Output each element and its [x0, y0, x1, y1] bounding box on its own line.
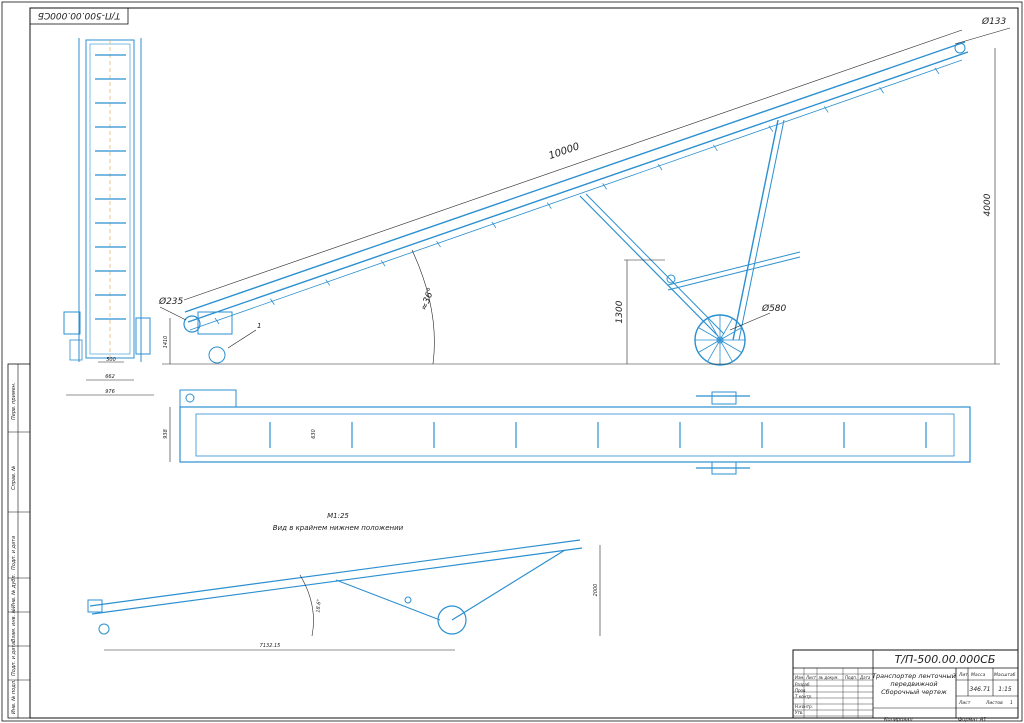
- title-grid: [793, 668, 873, 718]
- idler-roller: [214, 317, 220, 325]
- title-line-2: передвижной: [890, 680, 937, 688]
- idler-roller: [436, 240, 441, 248]
- rotated-code-box: Т/П-500.00.000СБ: [29, 7, 129, 25]
- plan-slats: [269, 422, 927, 448]
- dim-top-diameter: Ø133: [981, 16, 1007, 27]
- mass-value: 346.71: [970, 686, 991, 693]
- format-label: Формат А1: [958, 717, 986, 723]
- dim-plan-height: 938: [163, 429, 169, 439]
- dim-support-height: 1300: [615, 300, 625, 323]
- drive-pulley: [183, 315, 201, 333]
- row-head-3: № докум.: [818, 675, 839, 680]
- stamp-2: Справ. №: [11, 466, 17, 490]
- drive-motor: [179, 389, 237, 408]
- head-lit: Лит.: [958, 672, 969, 678]
- dim-leg-height: 1410: [163, 336, 169, 349]
- row-head-2: Лист: [805, 675, 817, 680]
- dim-low-angle: 18.6°: [315, 598, 322, 613]
- idler-roller: [380, 260, 386, 267]
- wheel-spoke: [698, 327, 742, 353]
- head-scale: Масштаб: [994, 672, 1016, 678]
- dim-height: 4000: [983, 193, 993, 216]
- row-head-5: Дата: [859, 675, 871, 680]
- dim-low-height: 2000: [593, 584, 599, 597]
- scale-value: 1:15: [998, 686, 1012, 693]
- role-1: Разраб.: [795, 682, 811, 687]
- inner-frame: [29, 7, 1019, 719]
- margin-stamp-strip: Перв. примен. Справ. № Подп. и дата Инв.…: [7, 363, 31, 719]
- position-1: 1: [257, 322, 261, 330]
- title-block: Т/П-500.00.000СБ Транспортер ленточный п…: [792, 649, 1019, 723]
- sheets-label: Листов: [985, 700, 1003, 706]
- row-head-1: Изм.: [795, 675, 804, 680]
- title-line-3: Сборочный чертеж: [881, 688, 947, 696]
- rotated-code: Т/П-500.00.000СБ: [38, 10, 121, 20]
- front-width-500: 500: [106, 357, 116, 363]
- stamp-3: Подп. и дата: [11, 536, 17, 570]
- idler-roller: [657, 163, 663, 171]
- tail-pulley: [954, 42, 966, 54]
- drawing-code: Т/П-500.00.000СБ: [895, 653, 996, 666]
- stamp-5: Взам. инв. №: [11, 608, 17, 642]
- idler-roller: [934, 67, 940, 75]
- idler-roller: [491, 221, 497, 229]
- idler-roller: [270, 298, 275, 305]
- dim-belt-width: 630: [311, 429, 317, 439]
- sheets-count: 1: [1010, 700, 1013, 706]
- head-mass: Масса: [971, 672, 986, 678]
- dim-low-length: 7132.15: [260, 643, 281, 649]
- sheet-label: Лист: [958, 700, 971, 706]
- role-4: Н.контр.: [795, 704, 813, 709]
- stamp-4: Инв. № дубл.: [11, 574, 17, 608]
- crank-hub: [666, 274, 676, 284]
- view-caption: Вид в крайнем нижнем положении: [273, 524, 404, 532]
- dim-length: 10000: [547, 141, 581, 162]
- role-2: Пров.: [795, 688, 807, 693]
- title-line-1: Транспортер ленточный: [872, 672, 956, 680]
- front-view: 500 662 976: [63, 38, 154, 396]
- dim-wheel-diameter: Ø580: [761, 303, 787, 314]
- idler-roller: [325, 279, 331, 286]
- stamp-7: Инв. № подл.: [11, 680, 17, 715]
- stamp-6: Подп. и дата: [11, 642, 17, 676]
- dim-drive-diameter: Ø235: [158, 296, 184, 307]
- role-3: Т.контр.: [795, 694, 812, 699]
- copied-label: Копировал: [884, 717, 913, 723]
- belt-idlers: [214, 67, 940, 325]
- plan-view: 938 630: [163, 389, 971, 475]
- small-wheel: [208, 346, 226, 364]
- side-view: 1: [183, 41, 969, 366]
- idler-roller: [823, 106, 829, 113]
- idler-roller: [879, 87, 884, 94]
- idler-roller: [546, 202, 552, 209]
- main-dimensions: 10000 4000 ≈36° Ø133 Ø235 1410 1300 Ø580: [158, 16, 1011, 365]
- dim-angle: ≈36°: [419, 287, 436, 313]
- stamp-1: Перв. примен.: [11, 382, 17, 420]
- front-slats: [95, 54, 126, 320]
- scale-note: М1:25: [327, 512, 349, 520]
- row-head-4: Подп.: [845, 675, 857, 680]
- front-width-662: 662: [105, 374, 115, 380]
- idler-roller: [768, 125, 774, 132]
- role-5: Утв.: [795, 710, 803, 715]
- wheel-spokes: [695, 315, 745, 365]
- idler-roller: [713, 144, 718, 152]
- idler-roller: [602, 183, 608, 190]
- low-position-view: М1:25 Вид в крайнем нижнем положении 713…: [87, 512, 601, 651]
- low-wheel: [437, 605, 467, 635]
- front-width-976: 976: [105, 389, 115, 395]
